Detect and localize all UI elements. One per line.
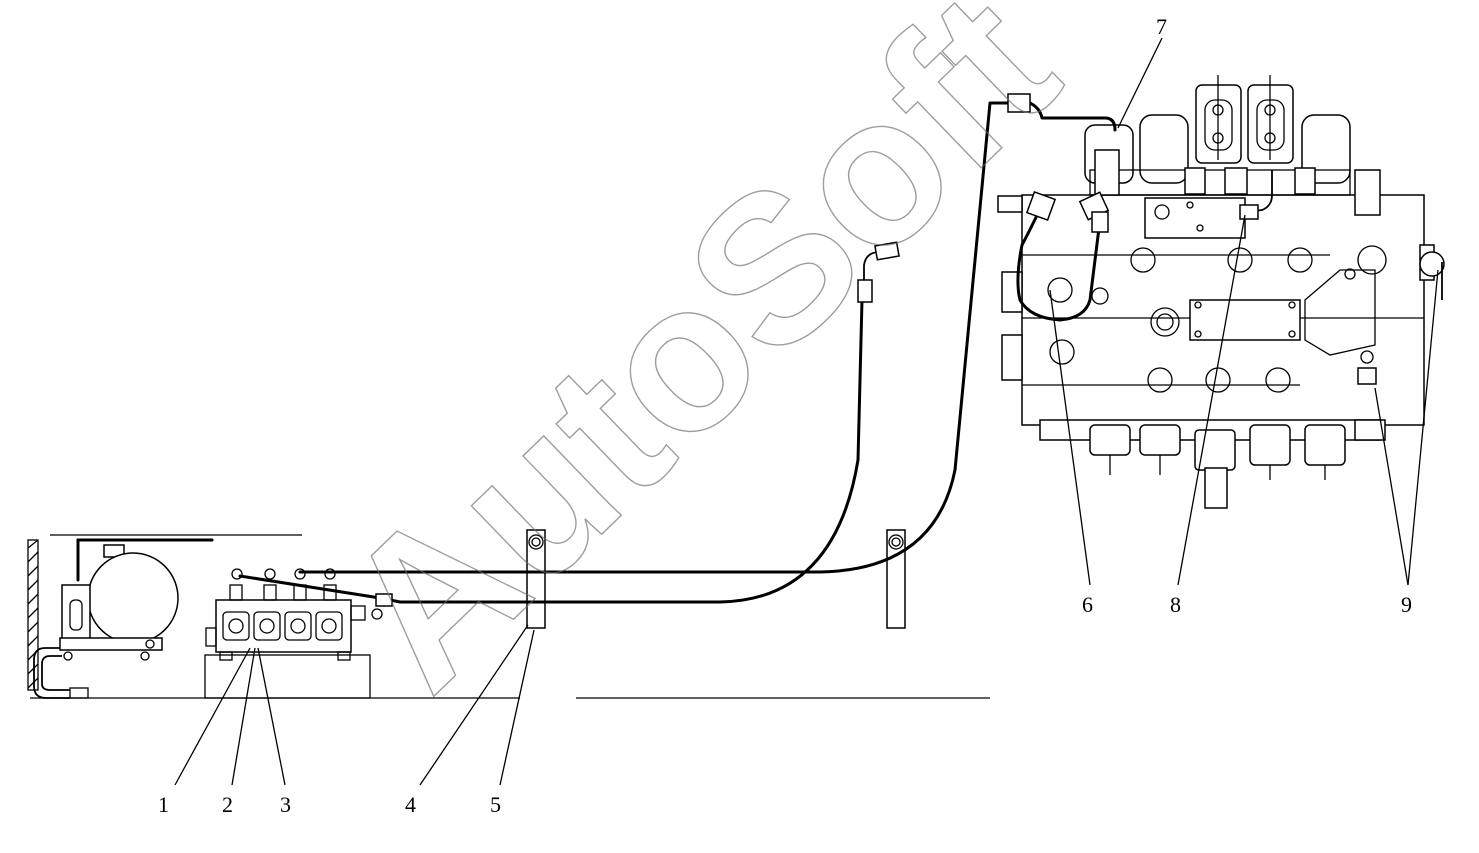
callout-3: 3 bbox=[280, 792, 291, 817]
watermark-text: AutoSoft bbox=[298, 0, 1099, 732]
leader-lines bbox=[174, 37, 1439, 786]
callout-2: 2 bbox=[222, 792, 233, 817]
callout-5: 5 bbox=[490, 792, 501, 817]
hose-clamp-right bbox=[886, 529, 906, 629]
main-control-valve bbox=[997, 75, 1445, 509]
callouts: 1 2 3 4 5 6 7 8 9 bbox=[158, 14, 1412, 817]
callout-7: 7 bbox=[1156, 14, 1167, 39]
callout-8: 8 bbox=[1170, 592, 1181, 617]
pilot-valve-block bbox=[204, 568, 383, 699]
callout-6: 6 bbox=[1082, 592, 1093, 617]
callout-9: 9 bbox=[1401, 592, 1412, 617]
pump-assembly bbox=[59, 538, 214, 661]
frame-wall bbox=[27, 539, 89, 699]
hoses bbox=[238, 101, 1012, 607]
callout-4: 4 bbox=[405, 792, 416, 817]
callout-1: 1 bbox=[158, 792, 169, 817]
